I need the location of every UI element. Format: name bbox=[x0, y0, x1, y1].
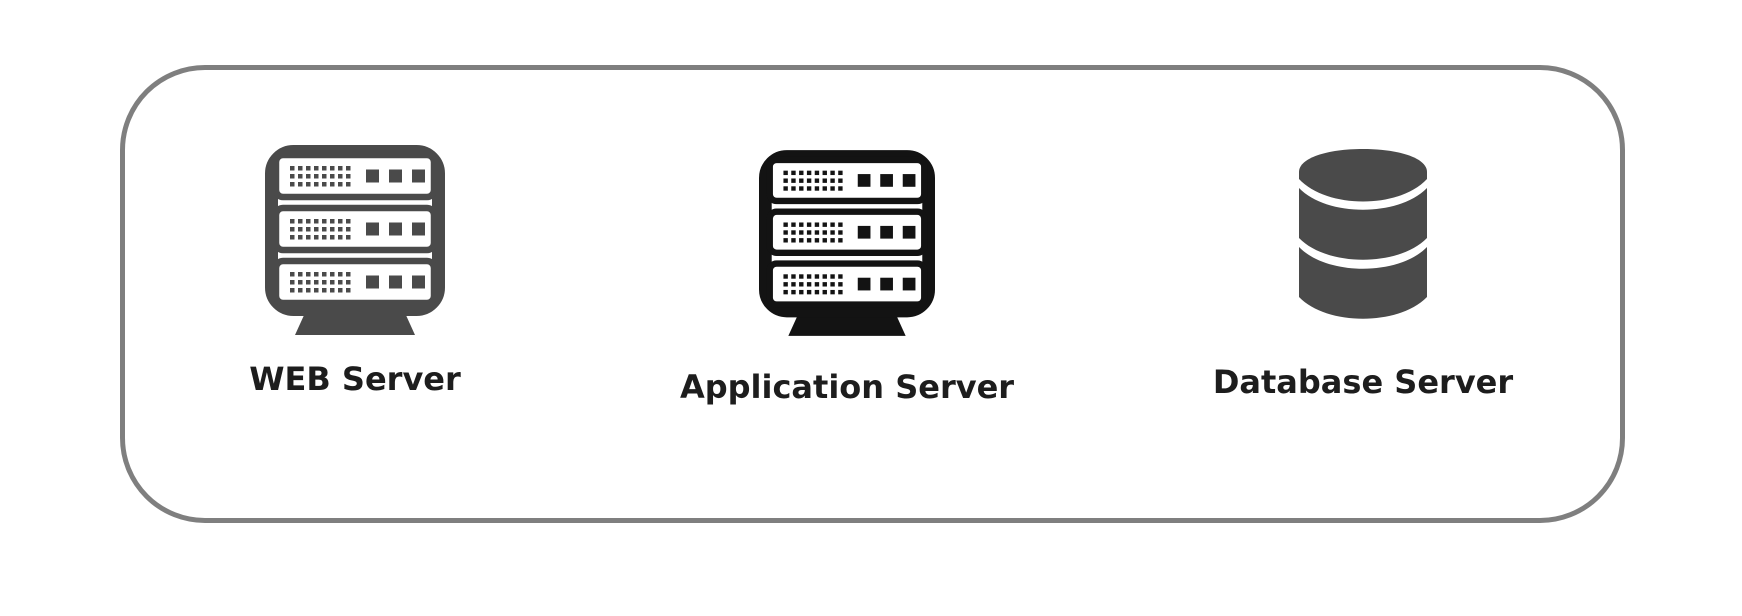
node-web-server: WEB Server bbox=[195, 145, 515, 396]
node-label-web-server: WEB Server bbox=[249, 360, 461, 398]
server-rack-icon bbox=[759, 150, 935, 337]
server-rack-icon bbox=[265, 145, 445, 336]
database-icon bbox=[1299, 149, 1427, 319]
node-label-application-server: Application Server bbox=[679, 368, 1015, 406]
node-database-server: Database Server bbox=[1203, 148, 1523, 399]
node-label-database-server: Database Server bbox=[1212, 363, 1514, 401]
node-application-server: Application Server bbox=[680, 150, 1014, 404]
